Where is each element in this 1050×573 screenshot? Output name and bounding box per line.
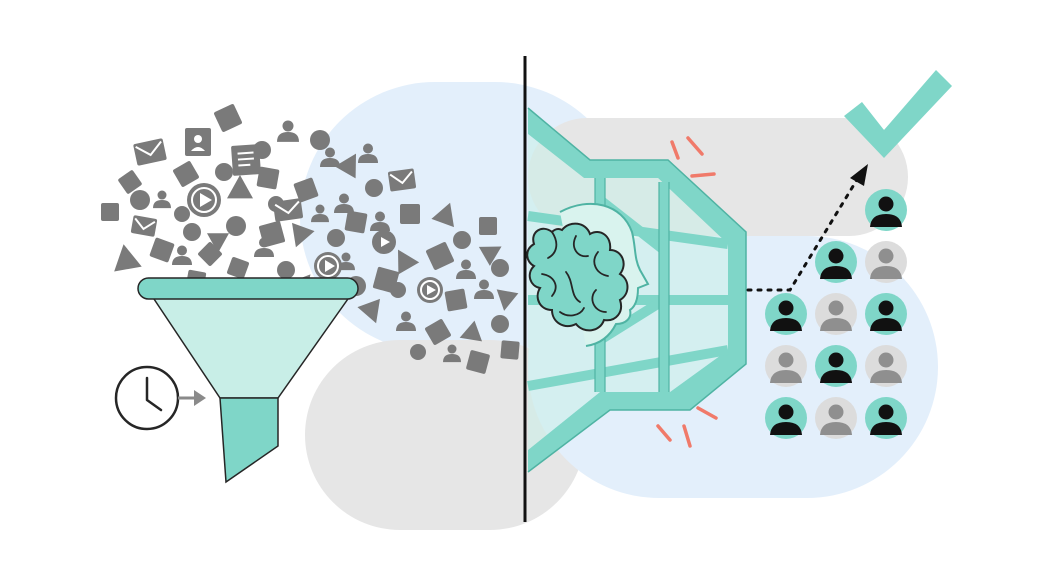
shape-person (153, 190, 171, 209)
shape-square (227, 257, 249, 279)
person-avatar-selected (765, 397, 807, 439)
shape-circle (183, 223, 201, 241)
shape-person (311, 204, 329, 223)
shape-diamond (198, 242, 222, 266)
shape-circle (453, 231, 471, 249)
shape-triangle (398, 249, 420, 275)
envelope-icon (130, 215, 158, 237)
checkmark-icon (844, 70, 952, 158)
brain-icon (526, 222, 629, 332)
envelope-icon (133, 138, 167, 166)
shape-circle (277, 261, 295, 279)
shape-triangle (114, 244, 142, 272)
play-icon (417, 277, 443, 303)
shape-circle (226, 216, 246, 236)
shape-diamond (173, 161, 199, 187)
shape-diamond (214, 104, 242, 132)
person-avatar-selected (865, 397, 907, 439)
shape-triangle (227, 175, 253, 199)
shape-circle (327, 229, 345, 247)
shape-triangle (334, 153, 356, 179)
shape-circle (390, 282, 406, 298)
shape-person (358, 143, 378, 163)
shape-person (320, 147, 340, 167)
blob-gray-left (305, 340, 585, 530)
shape-square (149, 237, 175, 263)
shape-person (456, 259, 476, 279)
shape-person (172, 245, 192, 265)
shape-square (444, 288, 468, 312)
shape-circle (365, 179, 383, 197)
shape-square (101, 203, 119, 221)
person-avatar-selected (815, 241, 857, 283)
shape-circle (491, 315, 509, 333)
clock-icon (114, 365, 206, 431)
shape-person (277, 120, 299, 142)
shape-triangle (207, 233, 229, 253)
person-avatar (865, 241, 907, 283)
shape-triangle (459, 320, 483, 342)
shape-triangle (357, 298, 380, 324)
shape-diamond (425, 319, 451, 345)
shape-diamond (426, 242, 454, 270)
person-avatar (765, 345, 807, 387)
shape-person (474, 279, 494, 299)
shape-square (344, 210, 368, 234)
person-avatar-selected (865, 293, 907, 335)
person-avatar (815, 293, 857, 335)
person-avatar-selected (865, 189, 907, 231)
envelope-icon (273, 198, 303, 222)
play-icon (314, 252, 342, 280)
person-avatar-selected (815, 345, 857, 387)
data-icons (130, 128, 443, 303)
play-icon (372, 230, 396, 254)
person-avatar-selected (765, 293, 807, 335)
shape-triangle (431, 202, 454, 228)
document-icon (231, 144, 261, 176)
play-icon (187, 183, 221, 217)
person-avatar (815, 397, 857, 439)
shape-square (479, 217, 497, 235)
shape-circle (174, 206, 190, 222)
shape-triangle (478, 246, 502, 266)
shape-square (500, 340, 520, 360)
shape-person (334, 193, 354, 213)
shape-diamond (118, 170, 142, 194)
shape-circle (491, 259, 509, 277)
shape-circle (310, 130, 330, 150)
shape-diamond (293, 177, 319, 203)
selection-arrow (746, 164, 868, 292)
spark-accents (656, 136, 718, 448)
shape-square (256, 166, 280, 190)
shape-person (443, 344, 461, 363)
shape-person (370, 211, 390, 231)
shape-person (396, 311, 416, 331)
shape-square (400, 204, 420, 224)
shape-triangle (292, 222, 315, 248)
shape-person (254, 237, 274, 257)
person-avatar (865, 345, 907, 387)
shape-square (466, 350, 490, 374)
people-grid (765, 189, 907, 439)
shape-circle (130, 190, 150, 210)
shape-triangle (496, 289, 519, 311)
document-icon (185, 128, 211, 156)
shape-circle (410, 344, 426, 360)
envelope-icon (387, 168, 417, 192)
shape-circle (215, 163, 233, 181)
funnel-icon (137, 277, 359, 484)
